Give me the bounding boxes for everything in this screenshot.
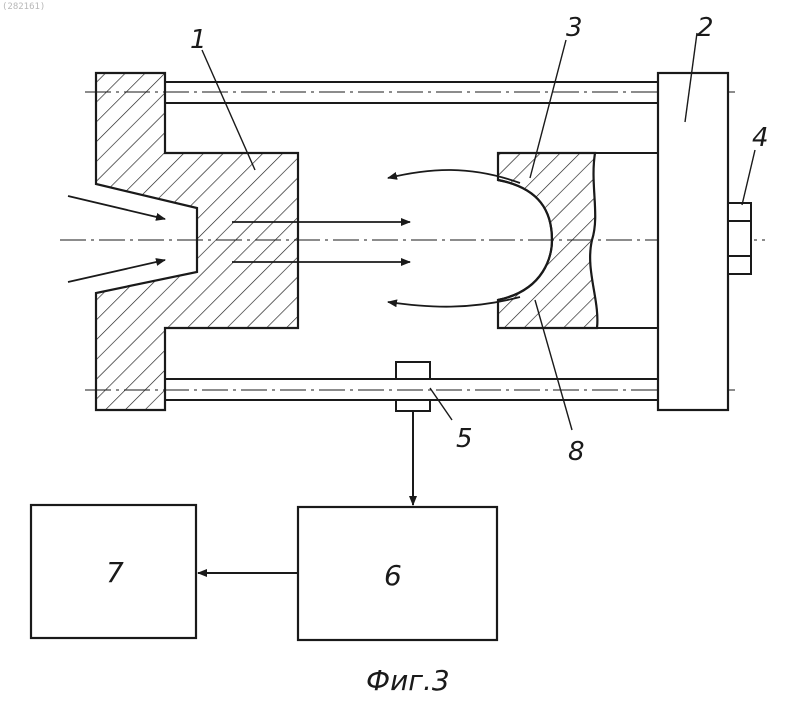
part-4-bolt (728, 203, 751, 274)
part-1-nozzle-block (96, 73, 298, 410)
label-2: 2 (697, 13, 714, 43)
label-1: 1 (190, 25, 207, 55)
label-3: 3 (566, 13, 583, 43)
block-7-label: 7 (106, 556, 124, 589)
label-4: 4 (752, 123, 769, 153)
corner-code: (282161) (2, 2, 45, 12)
label-8: 8 (568, 437, 585, 467)
part-5-sensor (396, 362, 430, 411)
figure-caption: Фиг.3 (366, 664, 450, 697)
block-6-label: 6 (384, 559, 402, 592)
part-2-end-plate (658, 73, 728, 410)
label-5: 5 (456, 424, 473, 454)
